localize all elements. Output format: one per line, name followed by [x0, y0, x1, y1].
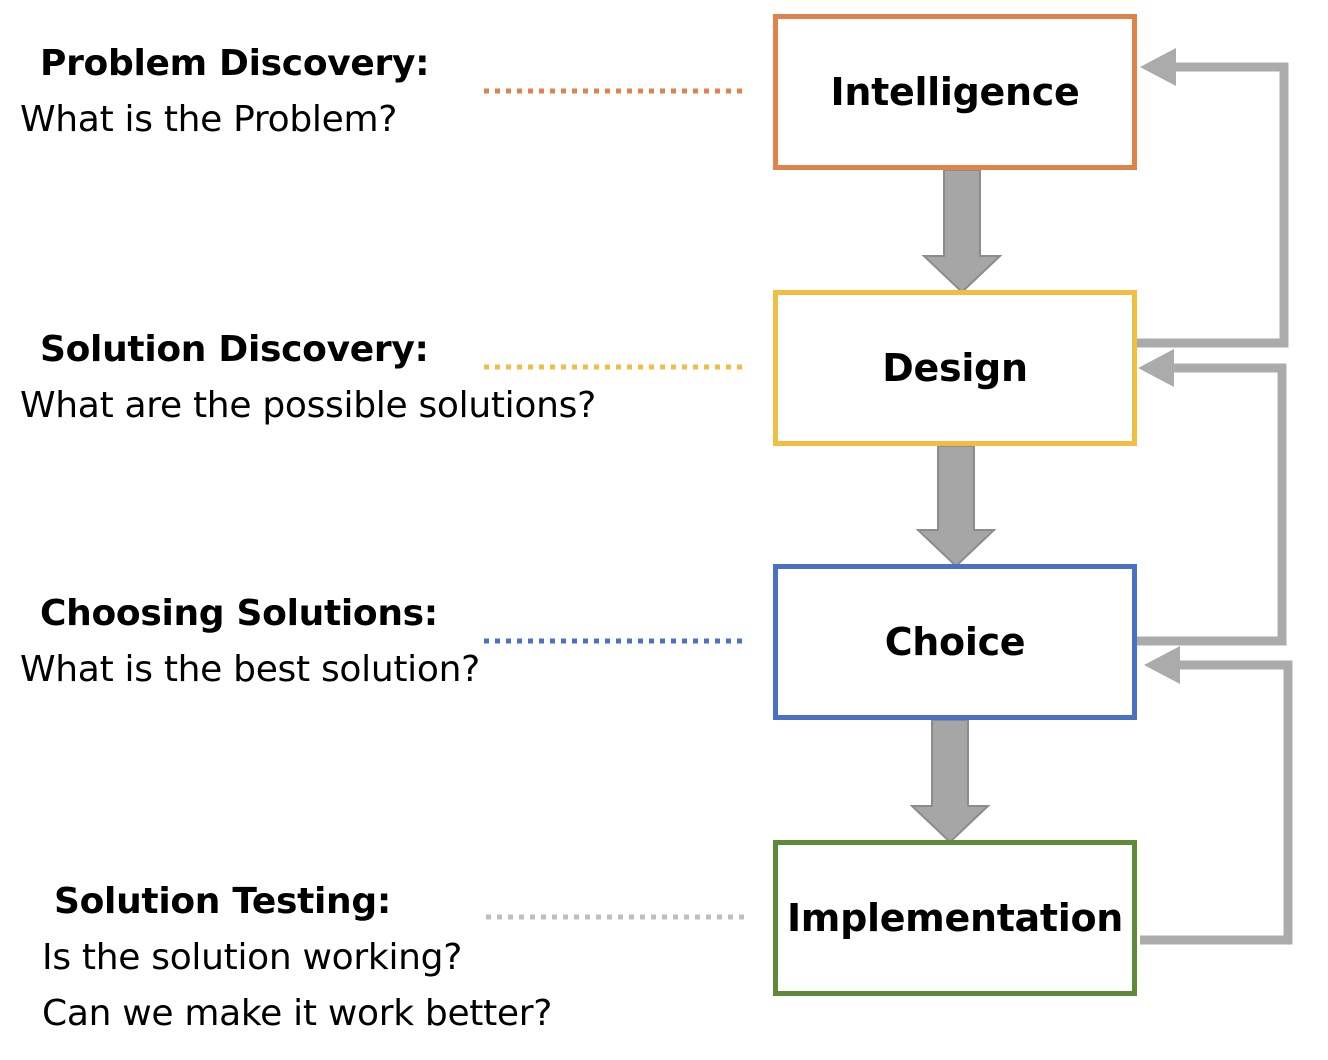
phase-title-solution-discovery: Solution Discovery: — [40, 329, 429, 370]
phase-question-solutions: What are the possible solutions? — [20, 385, 596, 426]
phase-title-problem-discovery: Problem Discovery: — [40, 43, 430, 84]
feedback-choice-to-design — [1136, 363, 1287, 646]
stage-label-implementation: Implementation — [786, 896, 1124, 940]
phase-question-problem: What is the Problem? — [20, 99, 398, 140]
down-arrow-intelligence-design — [921, 169, 1003, 294]
stage-label-choice: Choice — [884, 620, 1026, 664]
phase-question-working: Is the solution working? — [42, 937, 463, 978]
stage-box-intelligence: Intelligence — [773, 14, 1137, 170]
down-arrow-choice-implementation — [909, 719, 991, 844]
feedback-design-to-intelligence — [1136, 62, 1289, 348]
phase-question-best: What is the best solution? — [20, 649, 480, 690]
phase-question-better: Can we make it work better? — [42, 993, 553, 1034]
feedback-arrowhead-intelligence — [1140, 48, 1176, 86]
phase-title-choosing-solutions: Choosing Solutions: — [40, 593, 438, 634]
down-arrow-design-choice — [915, 445, 997, 568]
stage-box-choice: Choice — [773, 564, 1137, 720]
stage-label-design: Design — [882, 346, 1028, 390]
phase-title-solution-testing: Solution Testing: — [54, 881, 391, 922]
feedback-arrowhead-choice — [1144, 646, 1180, 684]
feedback-arrowhead-design — [1138, 349, 1174, 387]
stage-box-design: Design — [773, 290, 1137, 446]
feedback-implementation-to-choice — [1140, 660, 1293, 945]
stage-label-intelligence: Intelligence — [830, 70, 1080, 114]
stage-box-implementation: Implementation — [773, 840, 1137, 996]
